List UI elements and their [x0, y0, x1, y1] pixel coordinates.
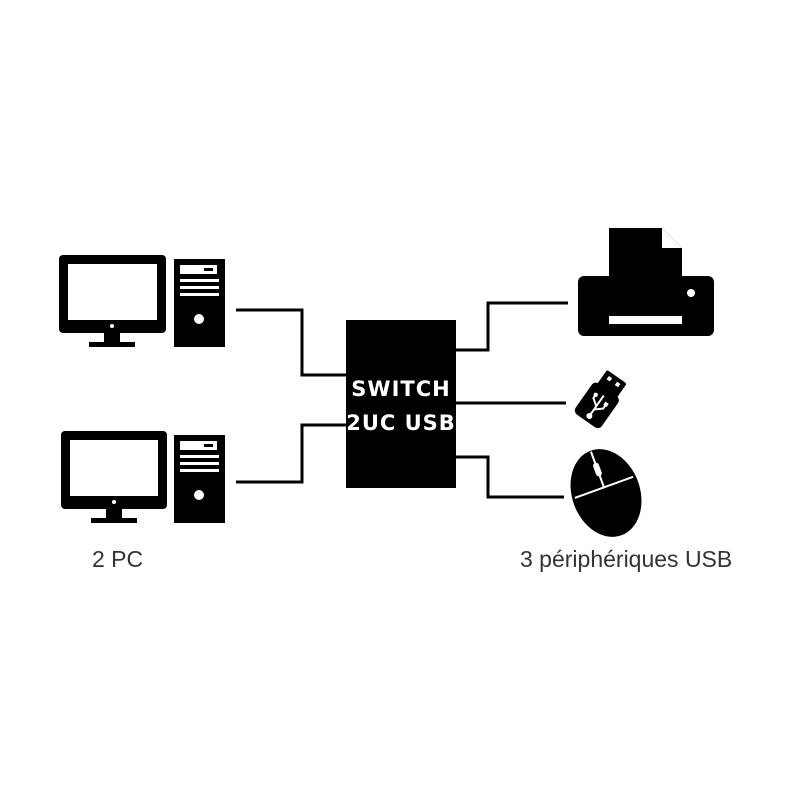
wire-computer-top	[236, 308, 346, 377]
switch-label-line1: SWITCH	[351, 377, 450, 401]
usb-switch-box: SWITCH 2UC USB	[346, 320, 456, 488]
wire-printer	[456, 301, 568, 352]
mouse-icon	[570, 449, 642, 537]
usb-flash-drive-icon	[574, 370, 626, 429]
monitor-icon	[61, 431, 167, 523]
computers-caption: 2 PC	[92, 546, 144, 572]
computer-bottom	[61, 431, 225, 523]
tower-icon	[174, 259, 225, 347]
peripherals-caption: 3 périphériques USB	[520, 546, 733, 572]
wire-mouse	[456, 455, 564, 499]
switch-label-line2: 2UC USB	[346, 411, 456, 435]
tower-icon	[174, 435, 225, 523]
monitor-icon	[59, 255, 166, 347]
printer-icon	[578, 228, 714, 336]
computer-top	[59, 255, 225, 347]
wire-computer-bottom	[236, 423, 346, 484]
